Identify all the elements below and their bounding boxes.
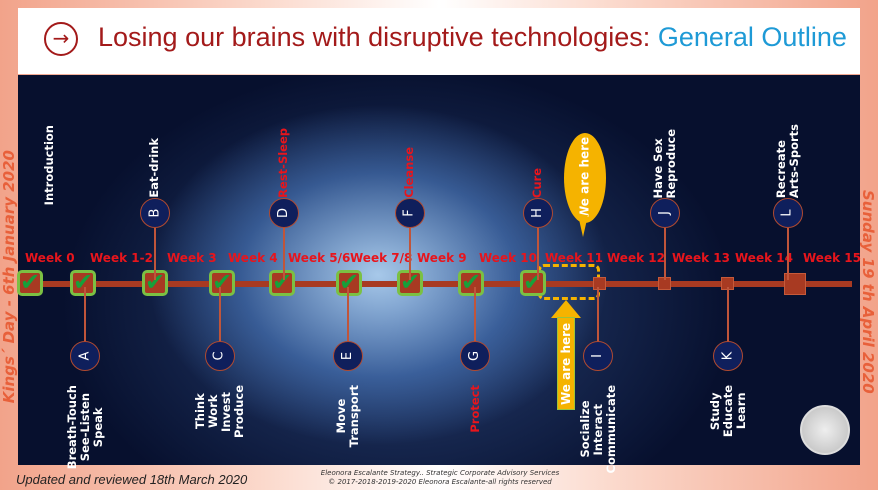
activity-label: Cure (530, 167, 544, 198)
title-bar: → Losing our brains with disruptive tech… (18, 8, 860, 74)
checkmark-icon: ✔ (336, 270, 362, 296)
node-letter: C (211, 351, 227, 361)
activity-label: Think Work Invest Produce (193, 385, 246, 439)
connector (787, 228, 789, 280)
connector (84, 287, 86, 342)
title-accent: General Outline (657, 22, 847, 52)
connector (474, 287, 476, 342)
checkmark-icon: ✔ (520, 270, 546, 296)
we-are-here-arrow: We are here (551, 300, 581, 410)
activity-label: Eat-drink (147, 138, 161, 198)
week-label: Week 14 (735, 251, 793, 265)
week-label: Week 12 (607, 251, 665, 265)
page-title: Losing our brains with disruptive techno… (98, 22, 847, 53)
updated-note: Updated and reviewed 18th March 2020 (16, 472, 248, 487)
node-h: H (523, 198, 553, 228)
end-date-label: Sunday 19 th April 2020 (859, 190, 877, 394)
activity-label: Socialize Interact Communicate (577, 385, 618, 474)
node-f: F (395, 198, 425, 228)
week-label: Week 1-2 (90, 251, 153, 265)
node-letter: G (466, 350, 482, 362)
node-j: J (650, 198, 680, 228)
connector (283, 228, 285, 280)
arrow-label: We are here (557, 317, 575, 410)
copyright: Eleonora Escalante Strategy.. Strategic … (300, 469, 580, 487)
week-label: Week 15 (803, 251, 861, 265)
node-k: K (713, 341, 743, 371)
arrow-up-icon (551, 300, 581, 318)
checkmark-icon: ✔ (70, 270, 96, 296)
node-letter: A (77, 351, 92, 361)
node-letter: D (275, 207, 291, 219)
milestone-marker (784, 273, 806, 295)
connector (537, 228, 539, 280)
bubble-tail (578, 215, 588, 237)
week-label: Week 5/6 (288, 251, 351, 265)
week-label: Week 3 (167, 251, 217, 265)
activity-label: Cleanse (402, 147, 416, 198)
node-letter: B (146, 208, 162, 218)
activity-label: Breath-Touch See-Listen Speak (64, 385, 105, 470)
node-letter: F (401, 209, 417, 217)
activity-label: Have Sex Reproduce (651, 128, 678, 199)
timeline-line (22, 281, 852, 287)
seal-logo (800, 405, 850, 455)
node-letter: H (530, 208, 545, 218)
node-letter: E (340, 351, 355, 361)
week-label: Week 11 (545, 251, 603, 265)
activity-label: Recreate Arts-Sports (774, 123, 801, 198)
connector (154, 228, 156, 280)
brain-background (18, 75, 860, 465)
connector (347, 287, 349, 342)
node-letter: L (780, 209, 795, 217)
week-label: Week 10 (479, 251, 537, 265)
checkmark-icon: ✔ (269, 270, 295, 296)
node-b: B (140, 198, 170, 228)
week-label: Week 9 (417, 251, 467, 265)
node-l: L (773, 198, 803, 228)
node-c: C (205, 341, 235, 371)
circle-arrow-right-icon: → (44, 22, 78, 56)
connector (727, 287, 729, 342)
title-main: Losing our brains with disruptive techno… (98, 22, 658, 52)
milestone-marker (593, 277, 606, 290)
current-week-highlight (538, 264, 600, 300)
checkmark-icon: ✔ (458, 270, 484, 296)
credit-line-2: © 2017-2018-2019-2020 Eleonora Escalante… (328, 478, 552, 486)
checkmark-icon: ✔ (17, 270, 43, 296)
node-e: E (333, 341, 363, 371)
week-label: Week 13 (672, 251, 730, 265)
node-letter: I (590, 354, 605, 358)
activity-label: Study Educate Learn (707, 385, 748, 438)
intro-label: Introduction (42, 124, 56, 205)
node-a: A (70, 341, 100, 371)
connector (409, 228, 411, 280)
week-label: Week 4 (228, 251, 278, 265)
activity-label: Rest-Sleep (276, 128, 290, 198)
we-are-here-bubble: We are here (564, 133, 606, 223)
credit-line-1: Eleonora Escalante Strategy.. Strategic … (320, 469, 560, 477)
week-label: Week 0 (25, 251, 75, 265)
connector (219, 287, 221, 342)
checkmark-icon: ✔ (209, 270, 235, 296)
activity-label: Protect (467, 385, 482, 433)
connector (597, 287, 599, 342)
node-letter: J (657, 211, 672, 215)
node-g: G (460, 341, 490, 371)
node-i: I (583, 341, 613, 371)
node-letter: K (720, 351, 735, 361)
week-label: Week 7/8 (350, 251, 413, 265)
node-d: D (269, 198, 299, 228)
activity-label: Move Transport (334, 385, 361, 448)
connector (664, 228, 666, 280)
